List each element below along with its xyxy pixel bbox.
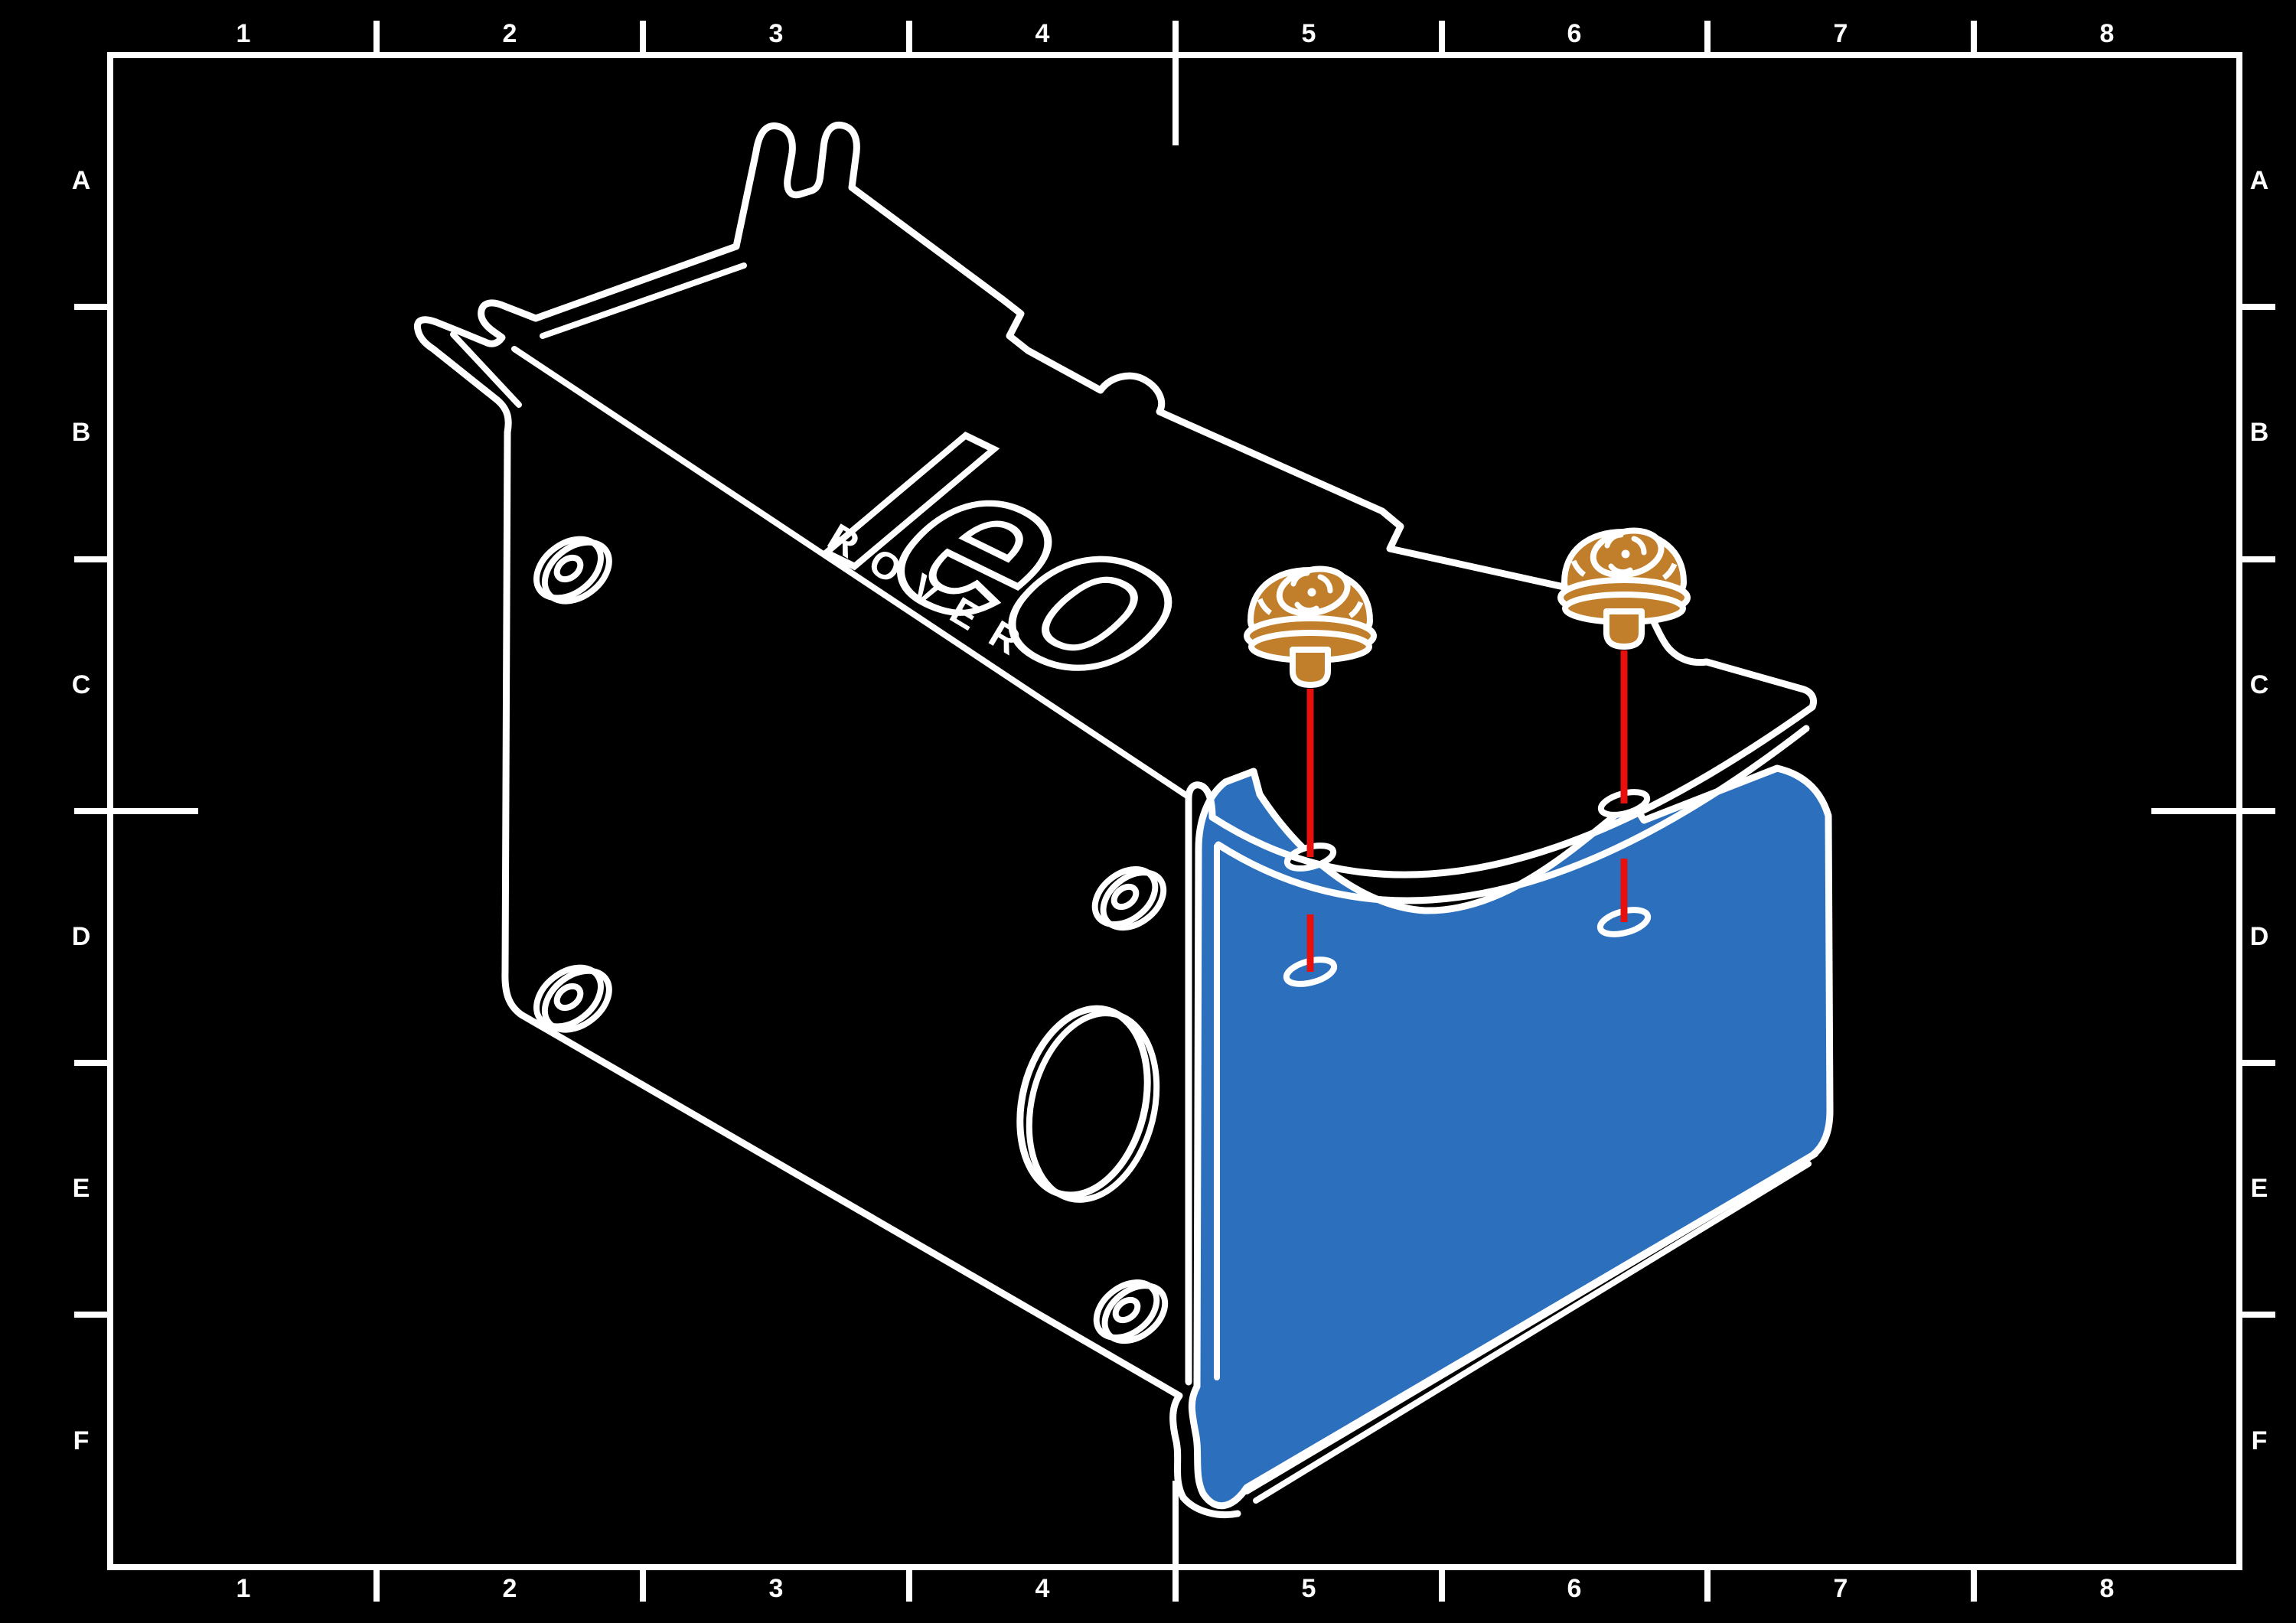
front-corner-strip-outer xyxy=(1185,781,1216,1386)
grid-row-label: C xyxy=(72,670,91,699)
leo-rover-logo: leo ROVER xyxy=(787,383,1251,733)
screws xyxy=(1244,527,1691,688)
washer-mid-right xyxy=(1091,866,1167,931)
plate-front-lower-curve xyxy=(1215,725,1810,904)
dome-highlight xyxy=(1662,562,1678,580)
tab-thickness-line xyxy=(450,331,522,408)
grid-row-label: C xyxy=(2250,670,2269,699)
grid-ticks xyxy=(74,21,2275,1602)
grid-column-label: 8 xyxy=(2100,19,2115,48)
dome-highlight xyxy=(1257,598,1273,615)
left-face-outline xyxy=(413,243,1241,1519)
screw-shank xyxy=(1290,647,1331,688)
grid-row-label: A xyxy=(2250,166,2269,195)
grid-column-label: 5 xyxy=(1302,1574,1316,1603)
grid-row-label: D xyxy=(72,922,91,951)
grid-column-label: 8 xyxy=(2100,1574,2115,1603)
grid-row-label: E xyxy=(2251,1174,2268,1203)
grid-row-label: B xyxy=(72,418,91,447)
grid-column-label: 3 xyxy=(769,19,784,48)
grid-column-label: 4 xyxy=(1035,19,1050,48)
grid-row-label: A xyxy=(72,166,91,195)
rover-body-outline xyxy=(413,121,1817,1519)
washers xyxy=(533,536,1169,1344)
grid-column-label: 7 xyxy=(1834,1574,1848,1603)
dome-highlight xyxy=(1348,601,1364,618)
grid-column-label: 4 xyxy=(1035,1574,1050,1603)
panel-shape xyxy=(1188,764,1834,1510)
washer-top-left xyxy=(533,536,612,605)
front-cover-panel xyxy=(1188,764,1834,1510)
top-plate-edge xyxy=(732,121,1817,878)
grid-column-label: 5 xyxy=(1302,19,1316,48)
screw-guide-lines xyxy=(1306,650,1628,972)
face-boundary-edge xyxy=(511,346,1190,799)
panel-edge-thickness-line-1 xyxy=(1244,1151,1818,1494)
plate-thickness-line xyxy=(540,262,747,339)
torx-screw-right xyxy=(1557,527,1691,650)
grid-column-label: 3 xyxy=(769,1574,784,1603)
dome-highlight xyxy=(1570,559,1587,577)
torx-screw-left xyxy=(1244,565,1377,688)
frame-border xyxy=(107,52,2242,1570)
grid-column-label: 2 xyxy=(503,19,517,48)
grid-column-label: 7 xyxy=(1834,19,1848,48)
grid-column-label: 1 xyxy=(236,1574,251,1603)
screw-shank xyxy=(1603,608,1645,650)
washer-bottom-right xyxy=(1093,1279,1169,1344)
grid-row-label: E xyxy=(73,1174,90,1203)
grid-row-label: F xyxy=(2252,1426,2268,1455)
grid-column-label: 2 xyxy=(503,1574,517,1603)
screw-holes xyxy=(1283,789,1652,987)
grid-row-label: F xyxy=(73,1426,90,1455)
washer-bottom-left xyxy=(533,964,612,1033)
grid-row-label: B xyxy=(2250,418,2269,447)
grid-column-label: 6 xyxy=(1567,19,1582,48)
grid-column-label: 6 xyxy=(1567,1574,1582,1603)
front-face-hole xyxy=(1016,1005,1160,1203)
grid-row-label: D xyxy=(2250,922,2269,951)
torx-socket-icon xyxy=(1290,570,1333,614)
panel-edge-thickness-line-2 xyxy=(1253,1161,1812,1504)
torx-socket-icon xyxy=(1604,532,1647,575)
grid-column-label: 1 xyxy=(236,19,251,48)
